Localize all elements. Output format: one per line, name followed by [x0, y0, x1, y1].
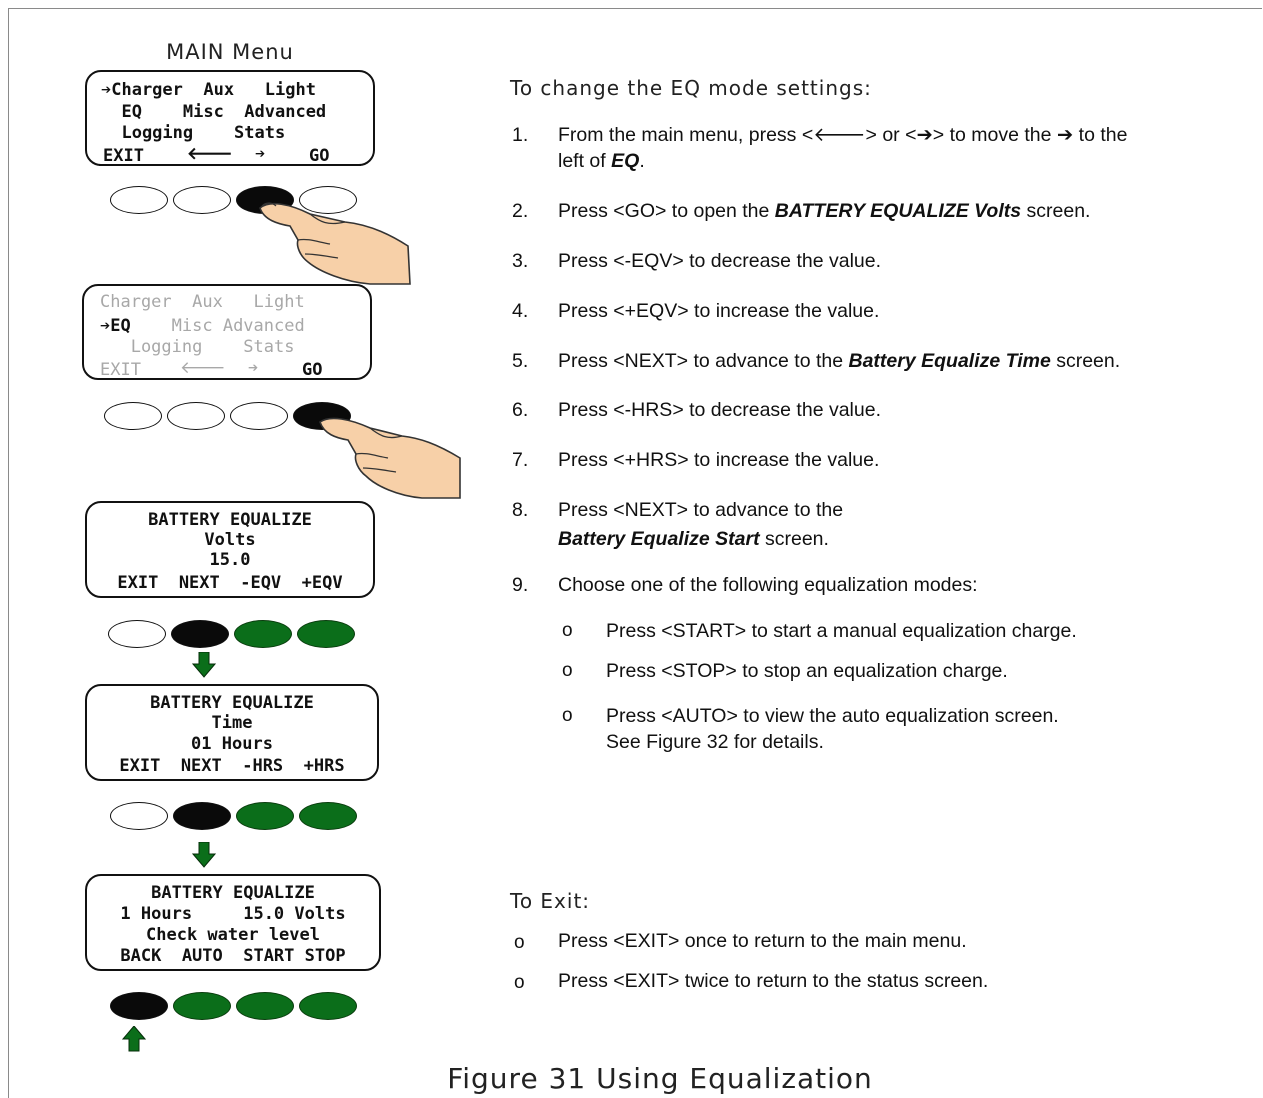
eq-selection: ➔EQ [100, 316, 131, 336]
step-text: Press <NEXT> to advance to the Battery E… [558, 350, 1121, 372]
softkey-3[interactable] [230, 402, 288, 430]
exit-text: Press <EXIT> twice to return to the stat… [558, 970, 989, 992]
step-number: 4. [512, 300, 529, 322]
lcd-main-menu-eq-selected: Charger Aux Light ➔EQ Misc Advanced Logg… [82, 284, 372, 380]
softkey-label: EXIT [100, 360, 141, 380]
step-number: 9. [512, 574, 529, 596]
softkey-1[interactable] [104, 402, 162, 430]
softkey-1[interactable] [110, 186, 168, 214]
up-arrow-icon [122, 1026, 146, 1052]
down-arrow-icon [192, 652, 216, 678]
softkey-label: EXIT [103, 146, 144, 166]
bullet: o [514, 932, 525, 953]
softkey-label: ➔ [248, 358, 259, 378]
lcd-line: Charger Aux Light [100, 292, 305, 312]
softkey-2[interactable] [167, 402, 225, 430]
softkey-start[interactable] [236, 992, 294, 1020]
step-text: Press <GO> to open the BATTERY EQUALIZE … [558, 200, 1091, 222]
lcd-line: Volts [204, 530, 256, 550]
softkey-row [106, 620, 376, 652]
lcd-line: Time [211, 713, 253, 733]
step-text: Choose one of the following equalization… [558, 574, 978, 596]
lcd-battery-equalize-volts: BATTERY EQUALIZE Volts 15.0 EXIT NEXT -E… [85, 501, 375, 598]
step-text: Press <+EQV> to increase the value. [558, 300, 880, 322]
step-number: 7. [512, 449, 529, 471]
lcd-line: Logging Stats [101, 123, 286, 143]
lcd-line: Logging Stats [100, 337, 295, 357]
step-number: 1. [512, 124, 529, 146]
softkey-exit[interactable] [108, 620, 166, 648]
bullet: o [514, 972, 525, 993]
softkey-labels: BACK AUTO START STOP [120, 946, 346, 966]
softkey-label: ➔ [255, 144, 266, 164]
softkey-label: 🡐 [187, 144, 233, 164]
mode-text: Press <AUTO> to view the auto equalizati… [606, 705, 1059, 727]
lcd-line: EQ Misc Advanced [101, 102, 327, 122]
lcd-line: BATTERY EQUALIZE [151, 883, 315, 903]
lcd-battery-equalize-start: BATTERY EQUALIZE 1 Hours 15.0 Volts Chec… [85, 874, 381, 971]
softkey-back[interactable] [110, 992, 168, 1020]
step-number: 8. [512, 499, 529, 521]
step-text: Press <+HRS> to increase the value. [558, 449, 880, 471]
exit-text: Press <EXIT> once to return to the main … [558, 930, 967, 952]
lcd-line: Misc Advanced [130, 316, 305, 336]
softkey-minus-hrs[interactable] [236, 802, 294, 830]
exit-heading: To Exit: [510, 889, 591, 913]
lcd-line: ➔Charger Aux Light [101, 80, 316, 100]
bullet: o [562, 705, 573, 726]
bullet: o [562, 660, 573, 681]
mode-text: Press <STOP> to stop an equalization cha… [606, 660, 1008, 682]
step-number: 3. [512, 250, 529, 272]
softkey-labels: EXIT NEXT -HRS +HRS [119, 756, 345, 776]
down-arrow-icon [192, 842, 216, 868]
softkey-labels: EXIT NEXT -EQV +EQV [117, 573, 343, 593]
softkey-2[interactable] [173, 186, 231, 214]
softkey-stop[interactable] [299, 992, 357, 1020]
softkey-label: GO [302, 360, 323, 380]
step-text: left of EQ. [558, 150, 645, 172]
softkey-plus-hrs[interactable] [299, 802, 357, 830]
softkey-auto[interactable] [173, 992, 231, 1020]
mode-text: See Figure 32 for details. [606, 731, 824, 753]
softkey-next[interactable] [171, 620, 229, 648]
lcd-line: Check water level [146, 925, 320, 945]
mode-text: Press <START> to start a manual equaliza… [606, 620, 1077, 642]
bullet: o [562, 620, 573, 641]
softkey-row [108, 992, 378, 1024]
softkey-exit[interactable] [110, 802, 168, 830]
lcd-line: 1 Hours 15.0 Volts [120, 904, 346, 924]
step-text: Press <-EQV> to decrease the value. [558, 250, 882, 272]
softkey-plus-eqv[interactable] [297, 620, 355, 648]
step-text: Press <NEXT> to advance to the [558, 499, 844, 521]
softkey-label: 🡐 [180, 358, 226, 378]
softkey-next[interactable] [173, 802, 231, 830]
lcd-main-menu: ➔Charger Aux Light EQ Misc Advanced Logg… [85, 70, 375, 166]
pointing-hand-icon [259, 202, 411, 285]
softkey-row [102, 402, 372, 434]
softkey-label: GO [309, 146, 330, 166]
lcd-line: 01 Hours [191, 734, 273, 754]
lcd-line: 15.0 [209, 550, 251, 570]
step-text: Press <-HRS> to decrease the value. [558, 399, 881, 421]
figure-caption: Figure 31 Using Equalization [447, 1062, 873, 1095]
step-text: Battery Equalize Start screen. [558, 528, 829, 550]
step-number: 5. [512, 350, 529, 372]
instructions-heading: To change the EQ mode settings: [510, 76, 872, 100]
step-text: From the main menu, press <🡐> or <➔> to … [558, 124, 1128, 146]
main-menu-title: MAIN Menu [166, 40, 294, 64]
pointing-hand-icon [319, 417, 461, 499]
lcd-battery-equalize-time: BATTERY EQUALIZE Time 01 Hours EXIT NEXT… [85, 684, 379, 781]
softkey-4[interactable] [299, 186, 357, 214]
softkey-minus-eqv[interactable] [234, 620, 292, 648]
lcd-line: BATTERY EQUALIZE [150, 693, 314, 713]
step-number: 2. [512, 200, 529, 222]
lcd-line: BATTERY EQUALIZE [148, 510, 312, 530]
page-frame [8, 8, 1262, 1098]
step-number: 6. [512, 399, 529, 421]
softkey-row [108, 802, 378, 834]
